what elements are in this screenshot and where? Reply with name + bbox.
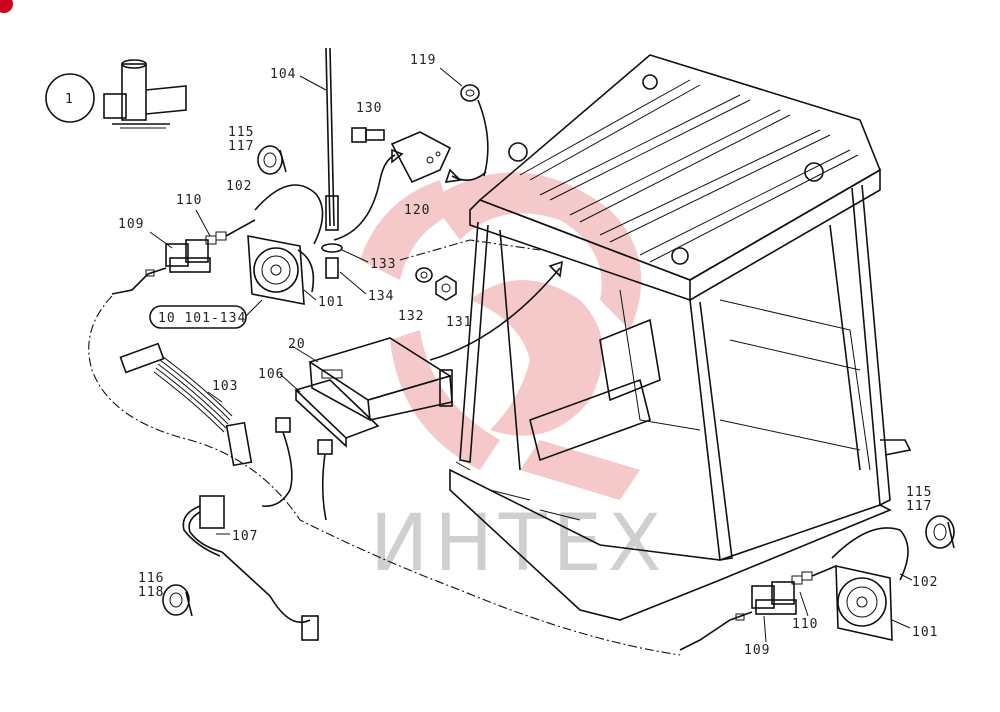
harness-103 [119, 342, 253, 467]
nut-131 [435, 275, 457, 301]
label-119: 119 [410, 53, 436, 68]
watermark-text: ИНТЕХ [370, 499, 667, 589]
label-118: 118 [138, 585, 164, 600]
speaker-left-101 [247, 184, 324, 305]
harness-route-line [88, 295, 681, 656]
mount-plate-106 [279, 373, 380, 448]
label-110-left: 110 [176, 193, 202, 208]
label-1: 1 [65, 92, 74, 107]
label-106: 106 [258, 367, 284, 382]
label-109-right: 109 [744, 643, 770, 658]
label-130: 130 [356, 101, 382, 116]
label-115-right: 115 [906, 485, 932, 500]
harness-107 [182, 495, 319, 641]
reference-callout: 10 101-134 [149, 299, 263, 329]
connector-109-left [165, 219, 256, 273]
grommet-119 [439, 67, 489, 177]
label-103: 103 [212, 379, 238, 394]
label-133: 133 [370, 257, 396, 272]
label-104: 104 [270, 67, 296, 82]
radio-unit-20 [291, 337, 453, 422]
bracket-120 [351, 127, 487, 184]
clip-116-118 [162, 584, 193, 617]
antenna-104 [299, 47, 343, 279]
label-101-right: 101 [912, 625, 938, 640]
label-102-right: 102 [912, 575, 938, 590]
clip-115-117-left [257, 145, 287, 175]
watermark-logo [360, 172, 642, 500]
label-102-left: 102 [226, 179, 252, 194]
label-109-left: 109 [118, 217, 144, 232]
label-117-right: 117 [906, 499, 932, 514]
label-134: 134 [368, 289, 394, 304]
label-107: 107 [232, 529, 258, 544]
washer-132 [415, 267, 433, 283]
power-plugs [261, 417, 333, 521]
speaker-right-101 [831, 527, 913, 642]
clip-115-117-right [925, 515, 955, 549]
label-115-left: 115 [228, 125, 254, 140]
label-110-right: 110 [792, 617, 818, 632]
label-101-left: 101 [318, 295, 344, 310]
legend-symbol: 1 [45, 59, 187, 129]
label-20: 20 [288, 337, 306, 352]
label-117-left: 117 [228, 139, 254, 154]
label-120: 120 [404, 203, 430, 218]
label-116: 116 [138, 571, 164, 586]
label-132: 132 [398, 309, 424, 324]
corner-badge [0, 0, 13, 13]
label-ref: 10 101-134 [158, 311, 246, 326]
label-131: 131 [446, 315, 472, 330]
cab-assembly [449, 54, 912, 621]
connector-109-right [679, 565, 837, 651]
